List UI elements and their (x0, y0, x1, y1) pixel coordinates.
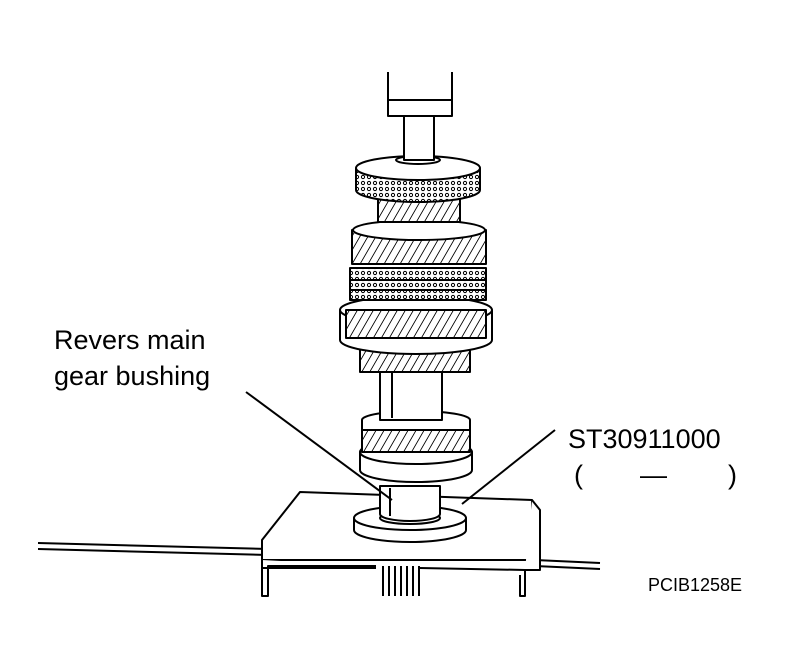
label-tool-paren-close: ) (728, 460, 737, 490)
label-tool-number: ST30911000 (568, 424, 721, 454)
lower-gear (359, 410, 473, 483)
label-tool-dash: — (640, 460, 667, 490)
synchronizer-top (355, 155, 481, 203)
gear-bushing (379, 485, 441, 522)
leader-line-bushing (245, 391, 393, 501)
leader-line-tool (461, 429, 556, 505)
label-part-line1: Revers main (54, 325, 206, 355)
label-part-line2: gear bushing (54, 361, 210, 391)
label-tool-paren-open: ( (574, 460, 583, 490)
gear-stack (339, 195, 493, 373)
press-ram (387, 72, 453, 161)
floor-lines (37, 542, 601, 570)
figure-code: PCIB1258E (648, 575, 742, 595)
